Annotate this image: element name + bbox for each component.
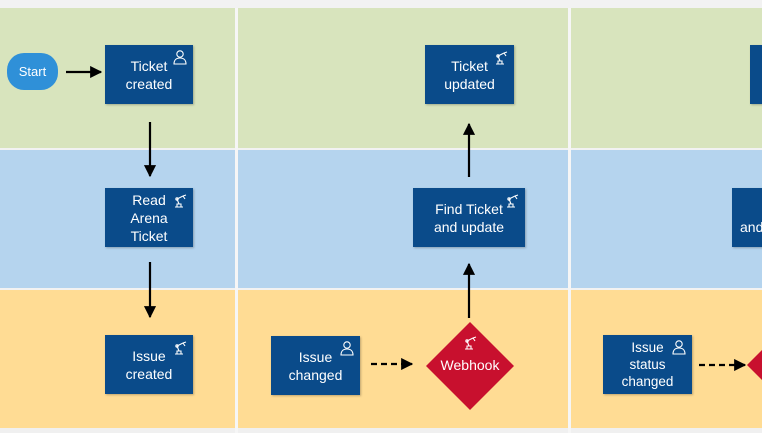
node-label: Read Arena Ticket <box>130 191 168 244</box>
column-divider <box>568 8 571 433</box>
user-icon <box>340 341 354 356</box>
node-label: Ticket created <box>125 57 173 92</box>
node-issue-created[interactable]: Issue created <box>105 335 193 394</box>
node-label: Ticket updated <box>444 57 495 92</box>
node-label: Issue changed <box>288 348 343 383</box>
node-find-ticket-and-update[interactable]: Find Ticket and update <box>413 188 525 247</box>
user-icon <box>173 50 187 65</box>
node-partial-lane2[interactable]: and <box>732 188 762 247</box>
node-issue-status-changed[interactable]: Issue status changed <box>603 335 692 394</box>
column-divider <box>235 8 238 433</box>
node-issue-changed[interactable]: Issue changed <box>271 336 360 395</box>
node-label: Issue created <box>125 347 173 382</box>
robot-arm-icon <box>175 341 187 355</box>
node-read-arena-ticket[interactable]: Read Arena Ticket <box>105 188 193 247</box>
partial-webhook-diamond <box>747 350 762 380</box>
robot-arm-icon <box>496 51 508 65</box>
webhook-diamond[interactable] <box>426 322 514 410</box>
robot-arm-icon <box>465 336 477 350</box>
lane-bottom-strip <box>0 428 762 433</box>
node-ticket-created[interactable]: Ticket created <box>105 45 193 104</box>
node-partial-lane1[interactable] <box>750 45 762 104</box>
robot-arm-icon <box>175 194 187 208</box>
node-label: and <box>740 218 762 235</box>
webhook-label: Webhook <box>440 357 500 373</box>
node-ticket-updated[interactable]: Ticket updated <box>425 45 514 104</box>
node-label: Find Ticket and update <box>433 200 505 235</box>
start-label: Start <box>18 64 47 79</box>
user-icon <box>672 340 686 355</box>
node-label: Issue status changed <box>621 340 674 389</box>
start-node[interactable]: Start <box>7 53 58 90</box>
robot-arm-icon <box>507 194 519 208</box>
